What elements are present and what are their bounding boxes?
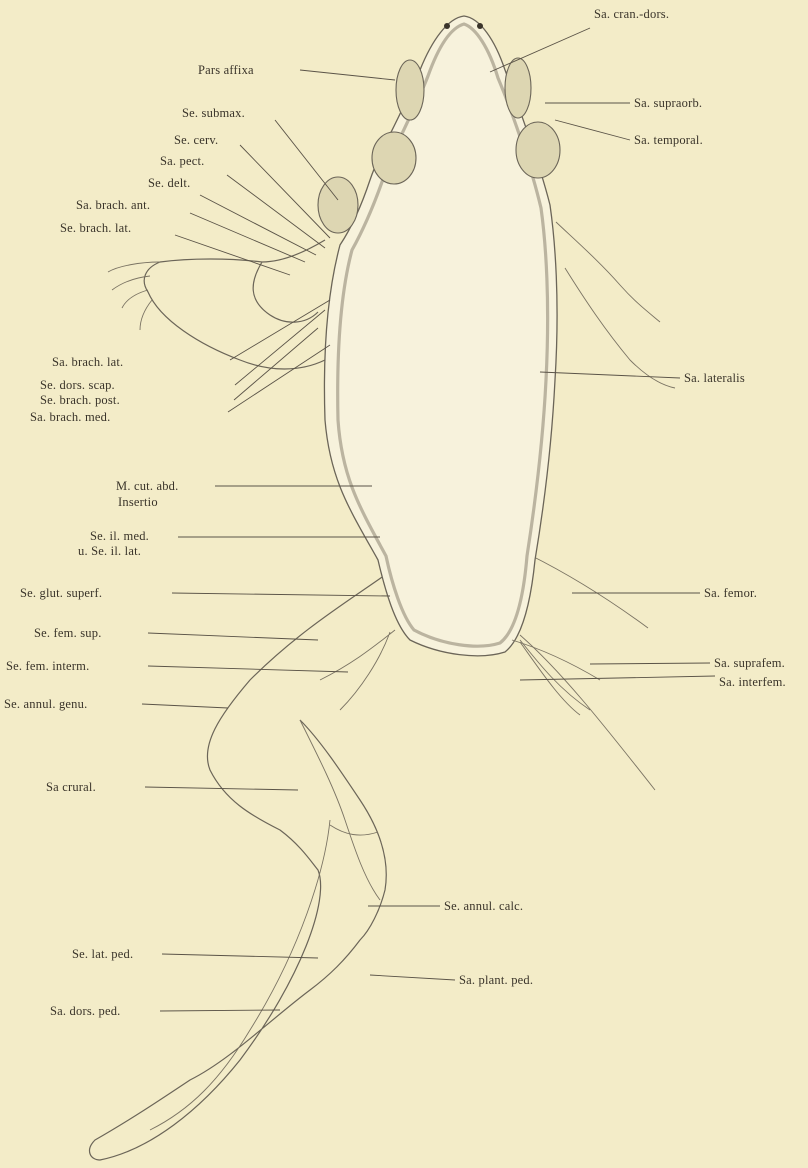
label-lateralis: Sa. lateralis [684, 371, 745, 385]
label-lat-ped: Se. lat. ped. [72, 947, 133, 961]
left-nostril [444, 23, 450, 29]
leader-plant-ped [370, 975, 455, 980]
leader-annul-genu [142, 704, 228, 708]
label-il-lat: u. Se. il. lat. [78, 544, 141, 558]
leader-brach-lat-se [175, 235, 290, 275]
left-leg-outline [90, 575, 387, 1160]
leader-fem-sup [148, 633, 318, 640]
label-annul-genu: Se. annul. genu. [4, 697, 87, 711]
ankle-ring [330, 825, 378, 835]
label-temporal: Sa. temporal. [634, 133, 703, 147]
leader-lateralis [540, 372, 680, 378]
leader-brach-post [234, 328, 318, 400]
right-temporal-sac [516, 122, 560, 178]
leader-fem-interm [148, 666, 348, 672]
label-plant-ped: Sa. plant. ped. [459, 973, 533, 987]
label-cerv: Se. cerv. [174, 133, 218, 147]
right-supraorbital-sac [505, 58, 531, 118]
label-brach-med: Sa. brach. med. [30, 410, 110, 424]
label-annul-calc: Se. annul. calc. [444, 899, 523, 913]
label-fem-interm: Se. fem. interm. [6, 659, 89, 673]
left-supraorbital-sac [396, 60, 424, 120]
label-il-med: Se. il. med. [90, 529, 149, 543]
label-interfem: Sa. interfem. [719, 675, 786, 689]
label-brach-lat-sa: Sa. brach. lat. [52, 355, 123, 369]
left-shin-lines [150, 720, 380, 1130]
label-dors-scap: Se. dors. scap. [40, 378, 115, 392]
label-fem-sup: Se. fem. sup. [34, 626, 102, 640]
left-hand-fingers [108, 262, 160, 330]
leader-suprafem [590, 663, 710, 664]
submaxillary-sac [318, 177, 358, 233]
right-nostril [477, 23, 483, 29]
label-brach-post: Se. brach. post. [40, 393, 120, 407]
label-cran-dors: Sa. cran.-dors. [594, 7, 669, 21]
leader-interfem [520, 676, 715, 680]
label-glut-superf: Se. glut. superf. [20, 586, 102, 600]
label-crural: Sa crural. [46, 780, 96, 794]
label-cut-abd: M. cut. abd. [116, 479, 178, 493]
label-pars-affixa: Pars affixa [198, 63, 254, 77]
left-temporal-sac [372, 132, 416, 184]
leader-temporal [555, 120, 630, 140]
label-insertio: Insertio [118, 495, 158, 509]
leader-pars-affixa [300, 70, 395, 80]
label-submax: Se. submax. [182, 106, 245, 120]
right-arm-outline [556, 222, 675, 388]
label-pect: Sa. pect. [160, 154, 205, 168]
leader-submax [275, 120, 338, 200]
leader-pect [227, 175, 325, 248]
label-dors-ped: Sa. dors. ped. [50, 1004, 121, 1018]
leader-cerv [240, 145, 330, 238]
label-brach-ant: Sa. brach. ant. [76, 198, 150, 212]
label-suprafem: Sa. suprafem. [714, 656, 785, 670]
leader-lat-ped [162, 954, 318, 958]
leader-cran-dors [490, 28, 590, 72]
leader-dors-scap [235, 310, 325, 385]
label-delt: Se. delt. [148, 176, 190, 190]
label-supraorb: Sa. supraorb. [634, 96, 702, 110]
label-femor: Sa. femor. [704, 586, 757, 600]
label-brach-lat-se: Se. brach. lat. [60, 221, 131, 235]
